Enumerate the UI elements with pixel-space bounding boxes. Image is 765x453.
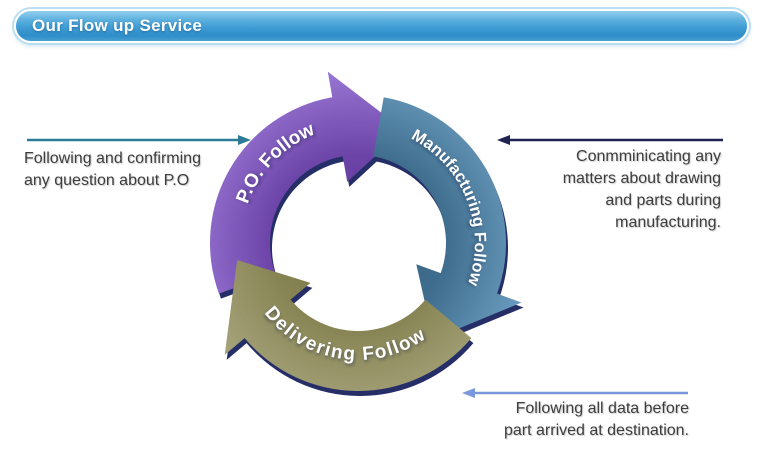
right-arrowhead-icon [238, 135, 251, 145]
callout-line: Conmminicating any [576, 148, 721, 165]
title-bar: Our Flow up Service [14, 9, 749, 43]
delivering-callout-text: Following all data before part arrived a… [504, 398, 689, 442]
callout-line: Following and confirming [24, 150, 201, 167]
po-callout-arrow [27, 135, 251, 145]
po-follow-arrow-edge [162, 59, 437, 299]
manufacturing-callout-text: Conmminicating any matters about drawing… [563, 146, 721, 234]
left-arrowhead-icon [462, 388, 475, 398]
po-follow-arrow [160, 54, 435, 294]
page-title: Our Flow up Service [32, 16, 203, 35]
callout-line: Following all data before [515, 400, 689, 417]
left-arrowhead-icon [497, 135, 510, 145]
delivering-callout-arrow [462, 388, 688, 398]
callout-line: manufacturing. [615, 214, 721, 231]
manufacturing-callout-arrow [497, 135, 723, 145]
callout-line: matters about drawing [562, 170, 721, 187]
po-callout-text: Following and confirming any question ab… [24, 148, 201, 192]
callout-line: part arrived at destination. [504, 422, 689, 439]
callout-line: any question about P.O [24, 172, 190, 189]
callout-line: and parts during [605, 192, 721, 209]
